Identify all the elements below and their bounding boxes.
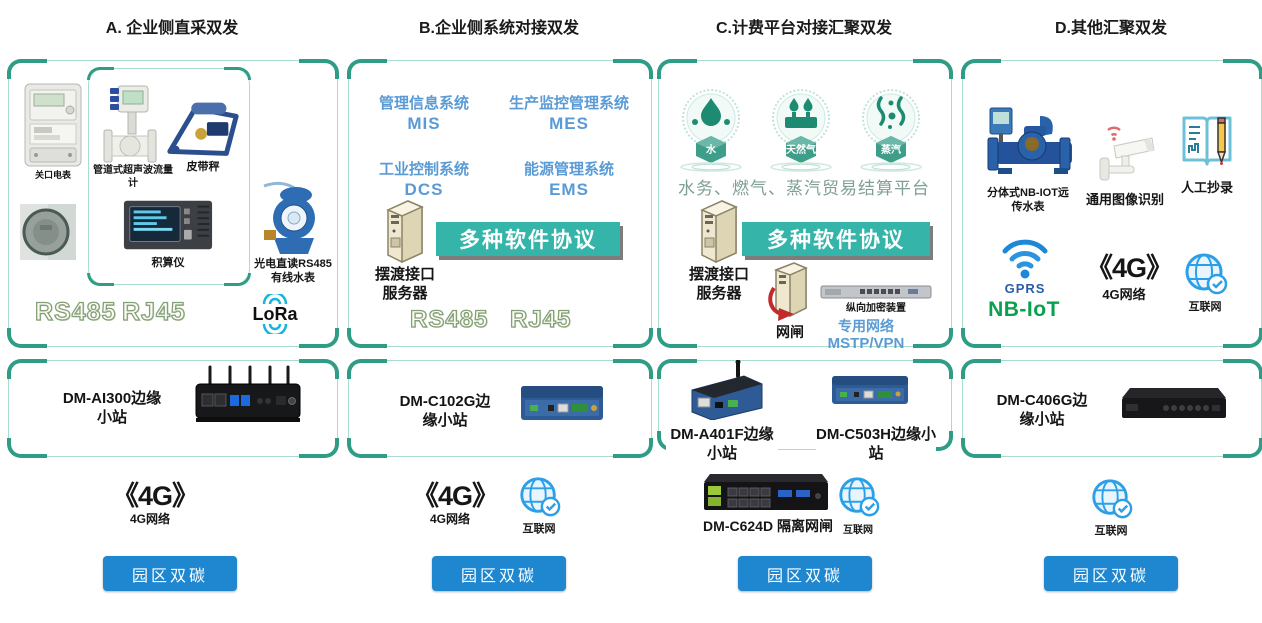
rs485-water-meter-label: 光电直读RS485有线水表 xyxy=(254,258,332,284)
ferry-server-label-c: 摆渡接口服务器 xyxy=(688,266,749,302)
column-b-box xyxy=(347,59,653,348)
park-dual-carbon-button-b[interactable]: 园区双碳 xyxy=(432,556,566,591)
encryption-device-icon xyxy=(820,283,932,301)
internet-globe-icon-d xyxy=(1182,250,1228,296)
gas-resource-label: 天然气 xyxy=(786,145,816,156)
ferry-server-icon-c xyxy=(694,198,742,264)
settlement-platform-label: 水务、燃气、蒸汽贸易结算平台 xyxy=(678,179,930,198)
ferry-server-icon xyxy=(380,198,428,264)
steam-resource-icon: 蒸汽 xyxy=(858,86,924,172)
edge-station-d-device xyxy=(1118,382,1230,426)
belt-scale-label: 皮带秤 xyxy=(186,161,220,173)
system-mis-name: 管理信息系统 xyxy=(378,95,469,112)
protocol-rj45-label-b: RJ45 xyxy=(509,305,572,333)
gatekeeper-icon xyxy=(766,260,814,324)
system-mes: 生产监控管理系统 MES xyxy=(494,94,644,134)
internet-label-d: 互联网 xyxy=(1188,301,1222,313)
internet-label-c: 互联网 xyxy=(843,525,873,536)
protocol-rj45-label: RJ45 xyxy=(121,297,186,326)
gas-meter-photo xyxy=(20,204,76,260)
column-a-title: A. 企业侧直采双发 xyxy=(105,20,239,37)
system-dcs-name: 工业控制系统 xyxy=(378,161,469,178)
camera-icon xyxy=(1088,116,1160,186)
system-mis-abbr: MIS xyxy=(407,113,441,133)
manual-record-label: 人工抄录 xyxy=(1180,180,1233,195)
column-b-edge-box xyxy=(347,359,653,458)
4g-icon-d: 《4G》 xyxy=(1086,253,1173,283)
4g-icon-b: 《4G》 xyxy=(412,481,499,511)
gatekeeper-label: 网闸 xyxy=(776,324,804,340)
software-protocol-banner-b: 多种软件协议 xyxy=(436,222,620,256)
edge-station-c1-device xyxy=(684,360,766,420)
private-network-line1: 专用网络 xyxy=(838,318,894,334)
edge-station-c1-label: DM-A401F边缘小站 xyxy=(666,426,778,464)
nbiot-water-meter-icon xyxy=(984,94,1072,184)
nbiot-label: NB-IoT xyxy=(988,298,1060,321)
totalizer-icon xyxy=(122,196,214,254)
camera-label: 通用图像识别 xyxy=(1085,192,1164,207)
4g-network-label-d: 4G网络 xyxy=(1102,287,1146,302)
gprs-wifi-icon xyxy=(1000,233,1050,279)
isolation-gateway-label: DM-C624D 隔离网闸 xyxy=(703,518,833,534)
system-dcs-abbr: DCS xyxy=(404,179,444,199)
steam-resource-label: 蒸汽 xyxy=(881,145,901,156)
ultrasonic-flowmeter-label: 管道式超声波流量计 xyxy=(93,165,173,189)
gas-resource-icon: 天然气 xyxy=(768,86,834,172)
park-dual-carbon-button-c[interactable]: 园区双碳 xyxy=(738,556,872,591)
water-resource-label: 水 xyxy=(706,145,716,156)
rs485-water-meter-icon xyxy=(256,178,328,258)
system-ems-name: 能源管理系统 xyxy=(523,161,614,178)
system-dcs: 工业控制系统 DCS xyxy=(360,160,488,200)
edge-station-c2-label: DM-C503H边缘小站 xyxy=(816,426,937,464)
column-a-edge-box xyxy=(7,359,339,458)
column-c-title: C.计费平台对接汇聚双发 xyxy=(715,20,892,37)
electric-meter-label: 关口电表 xyxy=(34,170,71,180)
internet-globe-icon-b xyxy=(517,474,561,518)
column-a-inner-box xyxy=(87,67,251,286)
column-b-title: B.企业侧系统对接双发 xyxy=(418,20,579,37)
belt-scale-icon xyxy=(162,96,244,160)
park-dual-carbon-button-a[interactable]: 园区双碳 xyxy=(103,556,237,591)
software-protocol-banner-c: 多种软件协议 xyxy=(742,222,930,256)
edge-station-d-label: DM-C406G边缘小站 xyxy=(996,392,1088,428)
encryption-device-label: 纵向加密装置 xyxy=(846,303,906,314)
isolation-gateway-device xyxy=(700,466,832,516)
internet-label-b: 互联网 xyxy=(522,523,556,535)
column-a-box xyxy=(7,59,339,348)
water-resource-icon: 水 xyxy=(678,86,744,172)
private-network-line2: MSTP/VPN xyxy=(827,334,905,352)
ultrasonic-flowmeter-icon xyxy=(98,80,162,164)
edge-station-a-device xyxy=(188,364,306,426)
internet-globe-icon-c xyxy=(836,474,880,518)
column-d-title: D.其他汇聚双发 xyxy=(1054,20,1167,37)
manual-record-icon xyxy=(1176,110,1238,174)
edge-station-b-label: DM-C102G边缘小站 xyxy=(399,393,491,429)
system-mis: 管理信息系统 MIS xyxy=(360,94,488,134)
4g-network-label-b: 4G网络 xyxy=(429,512,470,526)
ferry-server-label-b: 摆渡接口服务器 xyxy=(374,266,435,302)
4g-network-label: 4G网络 xyxy=(129,512,170,526)
nbiot-water-meter-label: 分体式NB-IOT远传水表 xyxy=(987,187,1069,213)
protocol-rs485-label: RS485 xyxy=(34,297,117,326)
lora-icon: LoRa xyxy=(243,294,307,334)
edge-station-c2-device xyxy=(830,370,910,410)
electric-meter-icon xyxy=(22,82,84,168)
system-mes-name: 生产监控管理系统 xyxy=(508,95,629,112)
4g-icon: 《4G》 xyxy=(112,481,199,511)
edge-station-b-device xyxy=(518,376,606,428)
lora-label: LoRa xyxy=(252,304,298,324)
system-mes-abbr: MES xyxy=(549,113,589,133)
totalizer-label: 积算仪 xyxy=(151,257,185,269)
system-ems: 能源管理系统 EMS xyxy=(494,160,644,200)
column-c-box xyxy=(657,59,953,348)
gprs-label: GPRS xyxy=(1004,281,1046,296)
internet-globe-icon-d2 xyxy=(1089,476,1133,520)
private-network-label: 专用网络 MSTP/VPN xyxy=(818,318,914,353)
internet-label-d2: 互联网 xyxy=(1094,525,1128,537)
park-dual-carbon-button-d[interactable]: 园区双碳 xyxy=(1044,556,1178,591)
protocol-rs485-label-b: RS485 xyxy=(409,305,489,333)
edge-station-a-label: DM-AI300边缘小站 xyxy=(62,390,162,426)
system-ems-abbr: EMS xyxy=(549,179,589,199)
